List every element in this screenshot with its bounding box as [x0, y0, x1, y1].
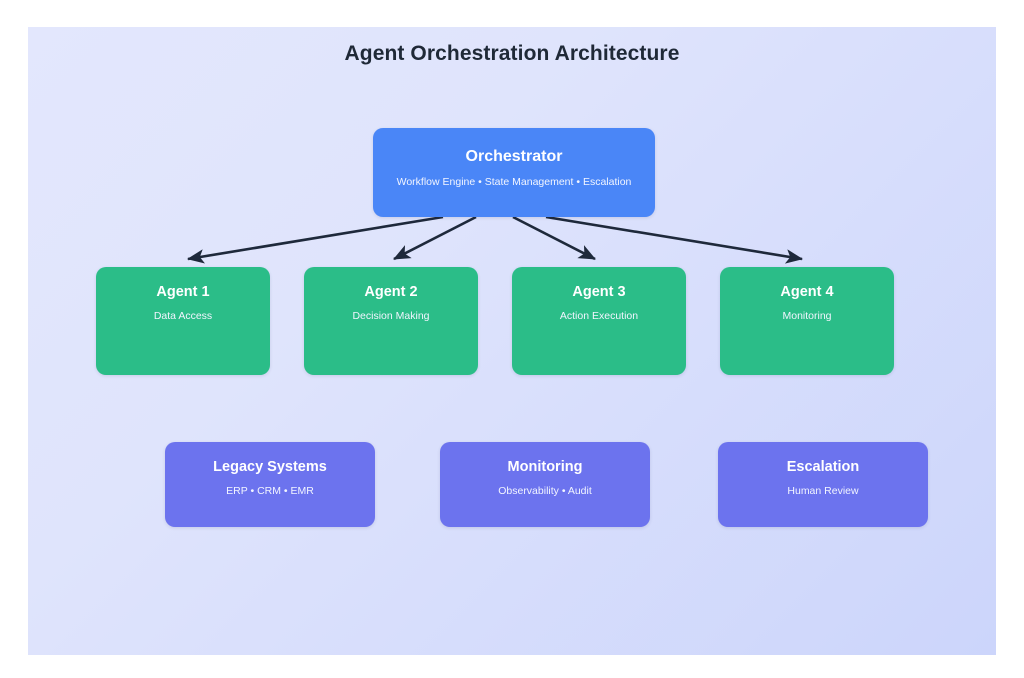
- page-title: Agent Orchestration Architecture: [344, 42, 680, 65]
- node-legacy-systems-title: Legacy Systems: [213, 459, 327, 475]
- node-orchestrator-title: Orchestrator: [465, 148, 563, 165]
- connector-orchestrator-agent-4: [545, 215, 804, 264]
- node-agent-2-title: Agent 2: [364, 284, 418, 300]
- node-escalation[interactable]: Escalation Human Review: [718, 442, 928, 527]
- node-agent-1[interactable]: Agent 1 Data Access: [96, 267, 270, 375]
- node-monitoring-subtitle: Observability • Audit: [498, 484, 592, 497]
- node-agent-4-subtitle: Monitoring: [782, 309, 832, 322]
- node-escalation-subtitle: Human Review: [787, 484, 859, 497]
- node-monitoring-title: Monitoring: [507, 459, 583, 475]
- node-legacy-systems[interactable]: Legacy Systems ERP • CRM • EMR: [165, 442, 375, 527]
- connector-orchestrator-agent-3: [512, 215, 596, 261]
- node-orchestrator[interactable]: Orchestrator Workflow Engine • State Man…: [373, 128, 655, 217]
- diagram-panel: Agent Orchestration Architecture Orchest…: [28, 27, 996, 655]
- node-agent-2-subtitle: Decision Making: [352, 309, 430, 322]
- node-agent-4-title: Agent 4: [780, 284, 834, 300]
- node-orchestrator-subtitle: Workflow Engine • State Management • Esc…: [396, 175, 632, 188]
- node-agent-2[interactable]: Agent 2 Decision Making: [304, 267, 478, 375]
- node-legacy-systems-subtitle: ERP • CRM • EMR: [226, 484, 314, 497]
- node-agent-4[interactable]: Agent 4 Monitoring: [720, 267, 894, 375]
- node-agent-1-title: Agent 1: [156, 284, 210, 300]
- node-agent-3-title: Agent 3: [572, 284, 626, 300]
- connector-orchestrator-agent-1: [186, 215, 444, 264]
- node-agent-3[interactable]: Agent 3 Action Execution: [512, 267, 686, 375]
- node-agent-3-subtitle: Action Execution: [559, 309, 639, 322]
- node-escalation-title: Escalation: [786, 459, 860, 475]
- node-agent-1-subtitle: Data Access: [153, 309, 213, 322]
- connector-orchestrator-agent-2: [393, 215, 477, 261]
- node-monitoring[interactable]: Monitoring Observability • Audit: [440, 442, 650, 527]
